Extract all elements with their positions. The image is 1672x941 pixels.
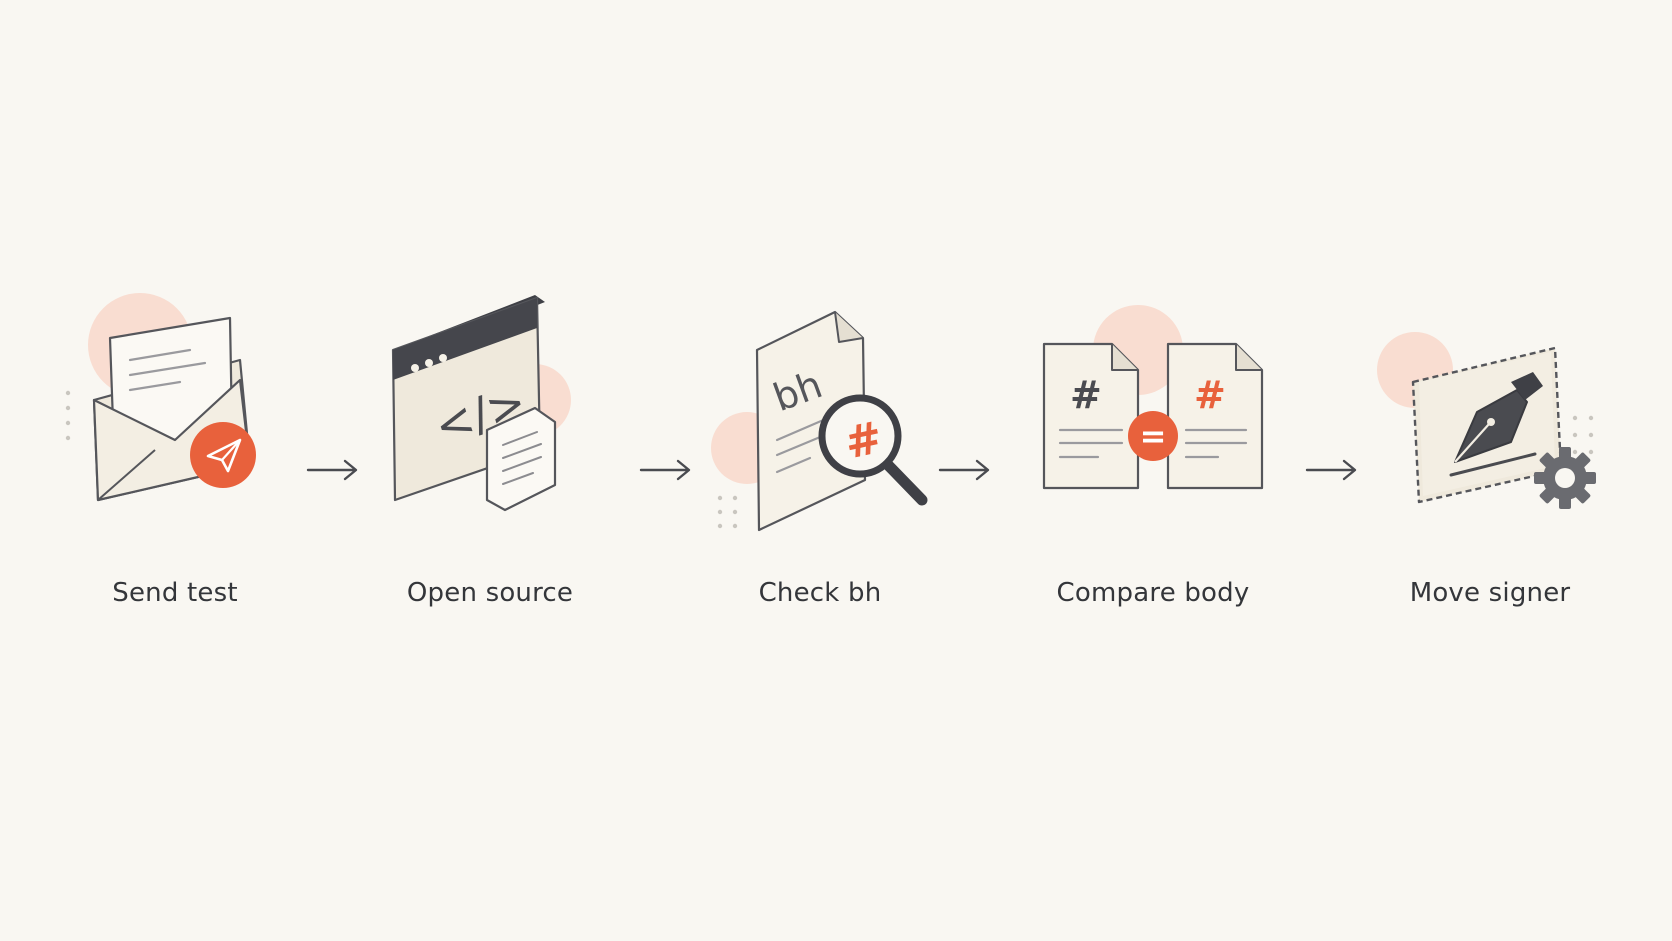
step-check-bh: bh # Check bh — [685, 290, 955, 620]
arrow-icon — [935, 455, 995, 485]
step-open-source: </> Open source — [355, 290, 625, 620]
hash-symbol: # — [1194, 373, 1226, 417]
step-label: Check bh — [758, 578, 882, 608]
stamp-pen-gear-icon — [1377, 332, 1596, 509]
step-label: Compare body — [1056, 578, 1250, 608]
document-magnifier-icon: bh # — [711, 310, 928, 532]
step-label: Move signer — [1409, 578, 1571, 608]
equals-symbol: = — [1140, 417, 1167, 455]
step-label: Send test — [112, 578, 238, 608]
compare-documents-icon: # # = — [1042, 305, 1264, 490]
browser-code-icon: </> — [391, 295, 571, 512]
arrow-icon — [636, 455, 696, 485]
step-label: Open source — [406, 578, 574, 608]
step-move-signer: Move signer — [1355, 290, 1625, 620]
step-compare-body: # # = Compare body — [1018, 290, 1288, 620]
hash-symbol: # — [1070, 373, 1102, 417]
envelope-send-icon — [65, 293, 256, 502]
arrow-icon — [303, 455, 363, 485]
arrow-icon — [1302, 455, 1362, 485]
step-send-test: Send test — [40, 290, 310, 620]
